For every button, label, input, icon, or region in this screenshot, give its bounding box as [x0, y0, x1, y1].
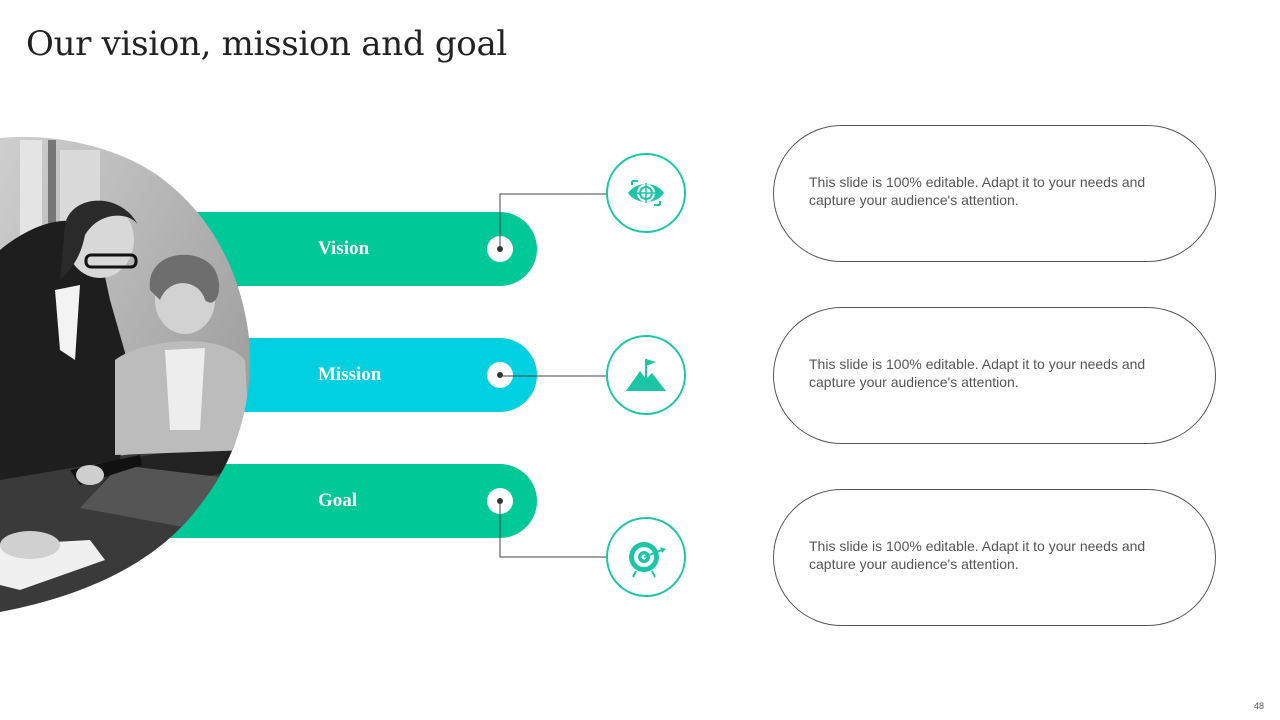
- goal-icon-circle: [606, 517, 686, 597]
- mission-description-box: This slide is 100% editable. Adapt it to…: [773, 307, 1216, 444]
- slide-title: Our vision, mission and goal: [26, 24, 507, 64]
- vision-icon-circle: [606, 153, 686, 233]
- target-arrow-icon: [629, 542, 666, 578]
- goal-label: Goal: [318, 490, 358, 511]
- mission-dot: [487, 362, 513, 388]
- vision-description: This slide is 100% editable. Adapt it to…: [809, 174, 1146, 208]
- vision-description-box: This slide is 100% editable. Adapt it to…: [773, 125, 1216, 262]
- page-number: 48: [1253, 701, 1264, 711]
- mission-description: This slide is 100% editable. Adapt it to…: [809, 356, 1146, 390]
- mountain-flag-icon: [626, 359, 666, 391]
- mission-icon-circle: [606, 335, 686, 415]
- mission-label: Mission: [318, 364, 382, 385]
- eye-target-icon: [628, 180, 664, 206]
- goal-description: This slide is 100% editable. Adapt it to…: [809, 538, 1146, 572]
- goal-description-box: This slide is 100% editable. Adapt it to…: [773, 489, 1216, 626]
- vision-label: Vision: [318, 238, 370, 259]
